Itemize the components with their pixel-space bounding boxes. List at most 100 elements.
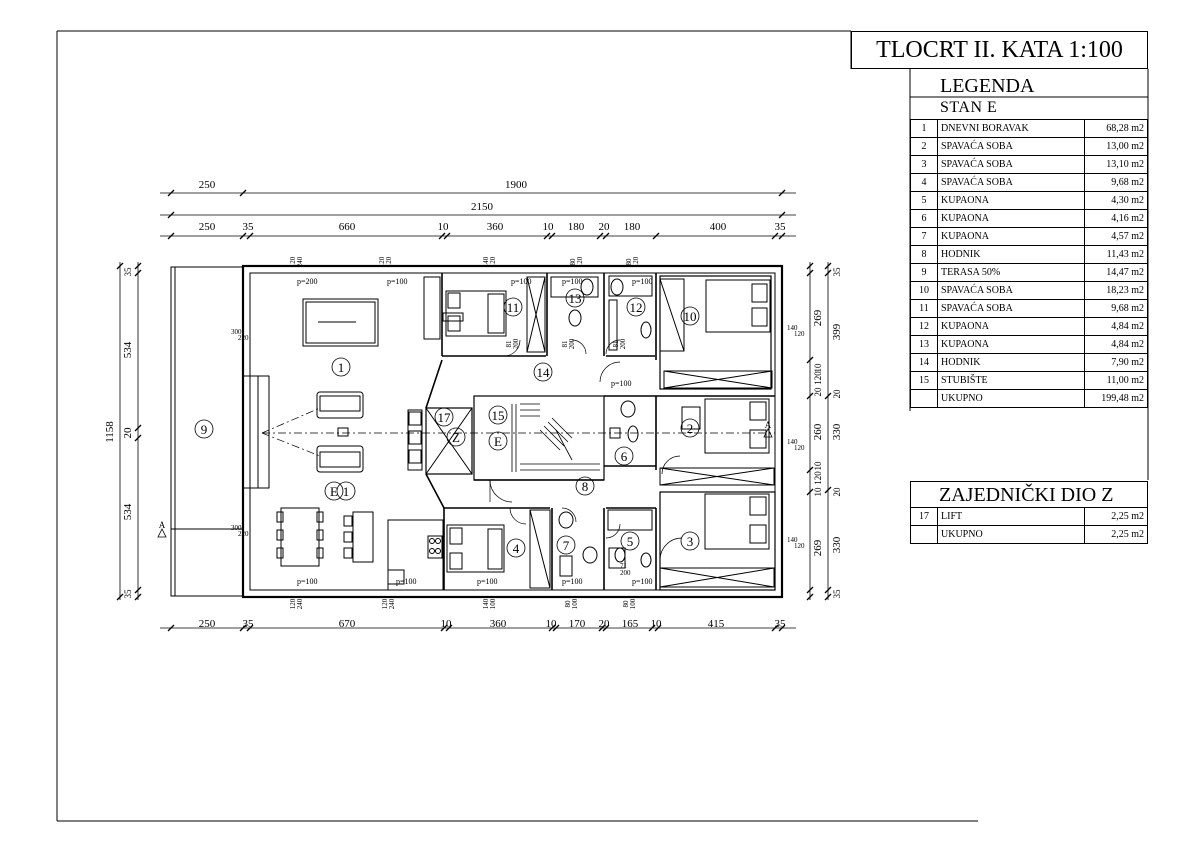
dimension-value: 10 [546,618,558,630]
dimension-tick [778,232,786,240]
opening-height: 120 [489,256,497,267]
window-label: p=100 [396,577,417,586]
room-number-circle [533,362,553,382]
dimension-value: 20 [832,389,842,399]
window-label: p=100 [511,277,532,286]
opening-width: 140 [482,256,490,267]
window-label: p=100 [562,577,583,586]
dimension-tick [246,232,254,240]
room-number: 4 [513,541,520,556]
room-number-circle [680,531,700,551]
dimension-value: 1158 [104,421,116,443]
dimension-tick [116,262,124,270]
room-letter-circle [324,481,344,501]
dimension-value: 20 [599,221,611,233]
apartment-heading: STAN E [940,99,998,116]
side-window-label: 140 [787,438,798,446]
dimension-tick [239,624,247,632]
legend-area: 199,48 m2 [1084,389,1148,408]
opening-height: 240 [388,598,396,609]
room-number-circle [488,405,508,425]
dimension-value: 20 [813,387,823,397]
side-window-label: 140 [787,536,798,544]
dimension-tick [824,593,832,601]
dimension-value: 35 [832,267,842,277]
dimension-tick [824,392,832,400]
door-label: 200 [512,338,520,349]
dimension-tick [806,593,814,601]
side-window-label: 120 [794,444,805,452]
dimension-value: 20 [599,618,611,630]
dimension-value: 35 [775,618,787,630]
dimension-tick [824,262,832,270]
opening-width: 120 [289,598,297,609]
dimension-value: 10 [438,221,450,233]
opening-width: 80 [622,600,630,608]
window-label: p=200 [297,277,318,286]
room-number-circle [626,297,646,317]
dimension-tick [654,624,662,632]
dimension-tick [134,586,142,594]
dimension-value: 10 [651,618,663,630]
room-number: 8 [582,479,589,494]
dimension-tick [596,232,604,240]
dimension-tick [239,189,247,197]
window-label: p=100 [387,277,408,286]
dimension-tick [134,424,142,432]
dimension-tick [167,232,175,240]
opening-height: 120 [385,256,393,267]
interior-walls [425,273,776,591]
dimension-tick [543,232,551,240]
dimension-tick [445,624,453,632]
dimension-tick [806,356,814,364]
room-letter: Z [452,430,460,445]
dimension-value: 400 [710,221,727,233]
window-label: p=100 [611,379,632,388]
side-window-label: 140 [787,324,798,332]
door-swings [489,339,683,561]
dimension-tick [806,262,814,270]
legend-room-name: UKUPNO [937,389,1085,408]
room-number: 5 [627,534,634,549]
room-number-circle [506,538,526,558]
dimension-value: 35 [123,267,133,277]
room-number-circle [434,407,454,427]
dimension-tick [167,624,175,632]
dimension-tick [778,624,786,632]
dimension-value: 415 [708,618,725,630]
dimension-tick [548,624,556,632]
dimension-tick [438,232,446,240]
dimension-value: 20 [832,487,842,497]
room-number-circle [620,531,640,551]
room-number: 10 [684,309,697,324]
door-label: 81 [505,340,513,348]
room-letter: E [330,484,338,499]
door-label: 81 [612,340,620,348]
dimension-value: 10 [543,221,555,233]
dimension-tick [824,586,832,594]
room-number: 6 [621,449,628,464]
dimension-tick [824,486,832,494]
common-area-heading: ZAJEDNIČKI DIO Z [910,481,1148,507]
room-number: 13 [569,291,582,306]
dimension-tick [548,232,556,240]
dimension-value: 330 [831,423,843,440]
side-window-label: 220 [238,530,249,538]
window-label: p=100 [632,277,653,286]
side-window-label: 120 [794,330,805,338]
dimension-value: 35 [243,618,255,630]
dimension-value: 35 [775,221,787,233]
dimension-value: 10 [441,618,453,630]
furniture [242,275,775,591]
dimension-tick [134,262,142,270]
opening-height: 240 [296,598,304,609]
